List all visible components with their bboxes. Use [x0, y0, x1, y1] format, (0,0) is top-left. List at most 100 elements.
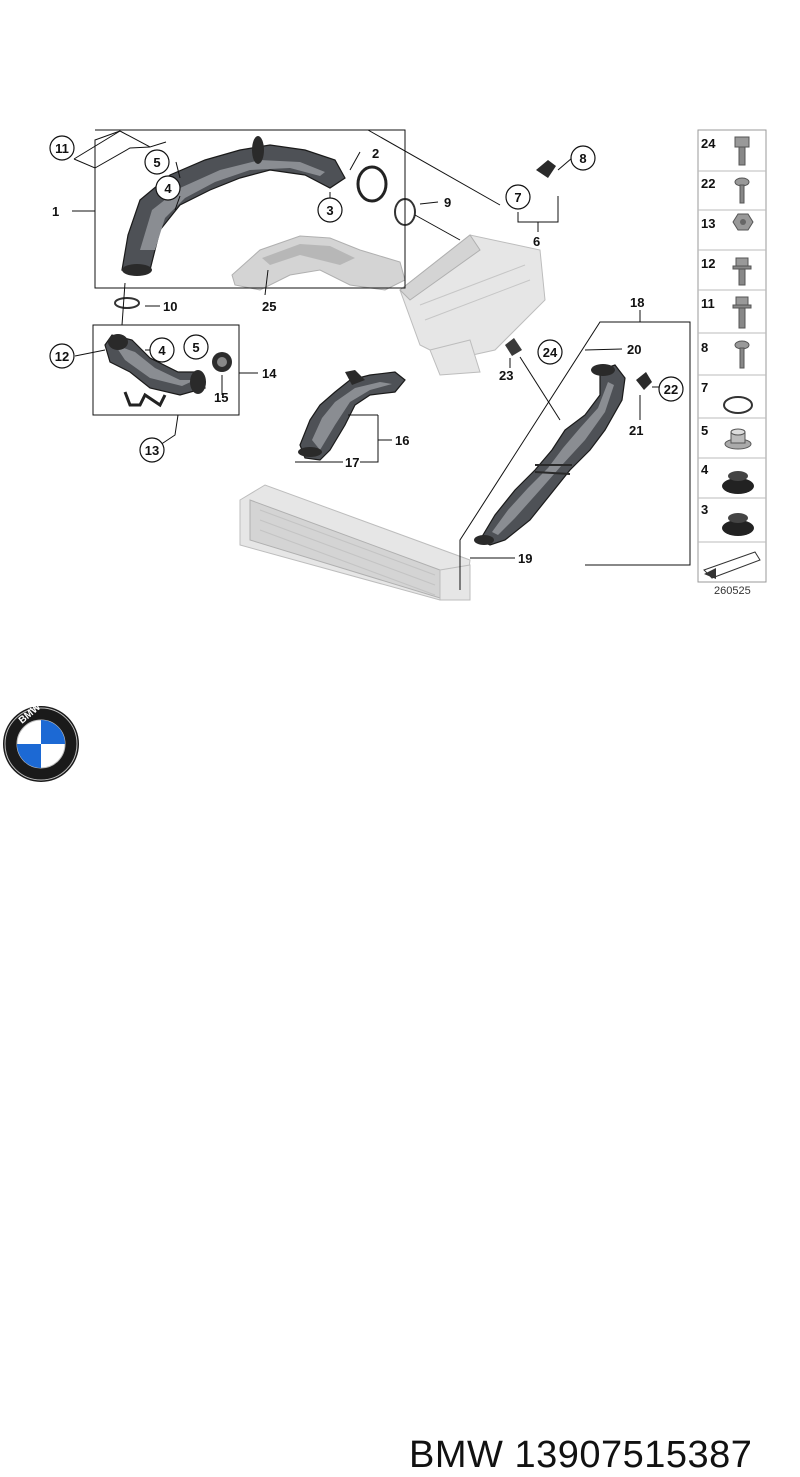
- gasket-10: [114, 297, 140, 309]
- label-20: 20: [627, 342, 641, 357]
- bmw-logo: BMW: [3, 701, 79, 782]
- svg-text:16: 16: [395, 433, 409, 448]
- callout-24: 24: [537, 339, 563, 365]
- label-9: 9: [444, 195, 451, 210]
- svg-text:20: 20: [627, 342, 641, 357]
- footer: BMW BMW 13907515387: [0, 700, 800, 1476]
- callout-4b: 4: [149, 337, 175, 363]
- label-2: 2: [372, 146, 379, 161]
- frame-group-18: [459, 310, 691, 590]
- arrow-symbol-icon: [703, 551, 761, 579]
- clip-21: [636, 372, 652, 390]
- ref-code: 260525: [714, 585, 751, 597]
- brand-name: BMW: [409, 1434, 504, 1476]
- svg-text:5: 5: [153, 155, 160, 170]
- callout-13: 13: [139, 437, 165, 463]
- callout-4a: 4: [155, 175, 181, 201]
- label-10: 10: [163, 299, 177, 314]
- svg-text:18: 18: [630, 295, 644, 310]
- label-19: 19: [518, 551, 532, 566]
- bolt-11-icon: [732, 296, 752, 329]
- hose-12: [104, 334, 206, 408]
- svg-text:24: 24: [543, 345, 558, 360]
- grommet-3-icon: [722, 513, 754, 536]
- grommet-4-icon: [722, 471, 754, 494]
- svg-text:13: 13: [145, 443, 159, 458]
- callout-22: 22: [658, 376, 684, 402]
- hose-18: [474, 364, 626, 546]
- svg-text:21: 21: [629, 423, 643, 438]
- legend-label-4: 4: [701, 462, 709, 477]
- callout-8: 8: [570, 145, 596, 171]
- label-16: 16: [395, 433, 409, 448]
- svg-text:4: 4: [158, 343, 166, 358]
- svg-text:1: 1: [52, 204, 59, 219]
- label-18: 18: [630, 295, 644, 310]
- svg-text:5: 5: [192, 340, 199, 355]
- bracket-8: [536, 160, 556, 178]
- svg-text:9: 9: [444, 195, 451, 210]
- label-21: 21: [629, 423, 643, 438]
- label-1: 1: [52, 204, 59, 219]
- callout-3: 3: [317, 197, 343, 223]
- bolt-24-icon: [734, 136, 750, 166]
- legend-label-3: 3: [701, 502, 708, 517]
- svg-text:17: 17: [345, 455, 359, 470]
- grommet-5-icon: [724, 428, 752, 450]
- frame-group-1: [94, 129, 406, 289]
- svg-text:19: 19: [518, 551, 532, 566]
- hose-16: [298, 370, 406, 461]
- svg-text:8: 8: [579, 151, 586, 166]
- frame-group-14: [92, 324, 240, 416]
- o-ring-7-icon: [723, 396, 753, 414]
- svg-text:14: 14: [262, 366, 277, 381]
- nut-13-icon: [732, 213, 754, 231]
- intercooler-ghost: [239, 484, 471, 601]
- callout-7: 7: [505, 184, 531, 210]
- label-6: 6: [533, 234, 540, 249]
- svg-text:6: 6: [533, 234, 540, 249]
- screw-22-icon: [734, 177, 750, 204]
- parts-diagram: 11 5 4 1 2 3 9 7 8 6 25 10 12 4: [49, 129, 767, 601]
- svg-text:10: 10: [163, 299, 177, 314]
- part-label: BMW 13907515387: [409, 1434, 752, 1477]
- label-25: 25: [262, 299, 276, 314]
- heat-shield-25: [231, 235, 406, 291]
- legend-label-13: 13: [701, 216, 715, 231]
- svg-text:12: 12: [55, 349, 69, 364]
- bolt-12-icon: [732, 257, 752, 286]
- legend-label-22: 22: [701, 176, 715, 191]
- legend-label-24: 24: [701, 136, 716, 151]
- label-17: 17: [345, 455, 359, 470]
- svg-text:23: 23: [499, 368, 513, 383]
- svg-text:3: 3: [326, 203, 333, 218]
- legend-label-5: 5: [701, 423, 708, 438]
- airbox-ghost: [399, 234, 546, 376]
- grommet-15: [212, 352, 232, 372]
- callout-11: 11: [49, 135, 75, 161]
- svg-text:4: 4: [164, 181, 172, 196]
- svg-text:2: 2: [372, 146, 379, 161]
- legend-label-8: 8: [701, 340, 708, 355]
- clip-24-23: [505, 338, 522, 356]
- hardware-legend: 24 22 13 12 11 8 7 5 4 3: [697, 129, 767, 583]
- diagram-canvas: 11 5 4 1 2 3 9 7 8 6 25 10 12 4: [49, 129, 767, 601]
- part-number: 13907515387: [514, 1434, 753, 1476]
- callout-5b: 5: [183, 334, 209, 360]
- clamp-ring-2: [356, 165, 388, 203]
- svg-text:11: 11: [55, 141, 69, 156]
- label-15: 15: [214, 390, 228, 405]
- screw-8-icon: [734, 340, 750, 369]
- leader-lines: [72, 129, 660, 559]
- svg-text:15: 15: [214, 390, 228, 405]
- callout-12: 12: [49, 343, 75, 369]
- legend-label-12: 12: [701, 256, 715, 271]
- svg-text:7: 7: [514, 190, 521, 205]
- legend-label-11: 11: [701, 296, 715, 311]
- svg-text:25: 25: [262, 299, 276, 314]
- label-23: 23: [499, 368, 513, 383]
- label-14: 14: [262, 366, 277, 381]
- legend-label-7: 7: [701, 380, 708, 395]
- svg-text:22: 22: [664, 382, 678, 397]
- callout-5a: 5: [144, 149, 170, 175]
